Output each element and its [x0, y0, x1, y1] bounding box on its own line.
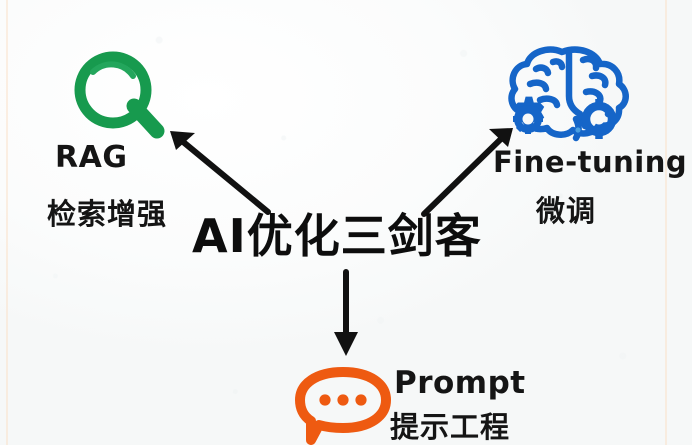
gear-large-icon — [581, 99, 617, 139]
magnifying-glass-icon — [74, 51, 165, 139]
node-label-rag-cn: 检索增强 — [47, 197, 168, 231]
page-title: AI优化三剑客 — [192, 209, 482, 263]
arrow-to-prompt — [334, 269, 358, 356]
left-edge-line — [6, 0, 8, 445]
node-label-prompt-en: Prompt — [394, 365, 526, 401]
node-label-fine-tuning-cn: 微调 — [536, 194, 597, 228]
node-label-prompt-cn: 提示工程 — [390, 410, 511, 444]
brain-gears-icon — [508, 46, 629, 142]
right-edge-line — [665, 0, 667, 445]
node-label-fine-tuning-en: Fine-tuning — [493, 145, 688, 179]
speech-bubble-icon — [295, 367, 391, 445]
gear-small-icon — [513, 96, 545, 134]
node-label-rag-en: RAG — [55, 140, 128, 175]
